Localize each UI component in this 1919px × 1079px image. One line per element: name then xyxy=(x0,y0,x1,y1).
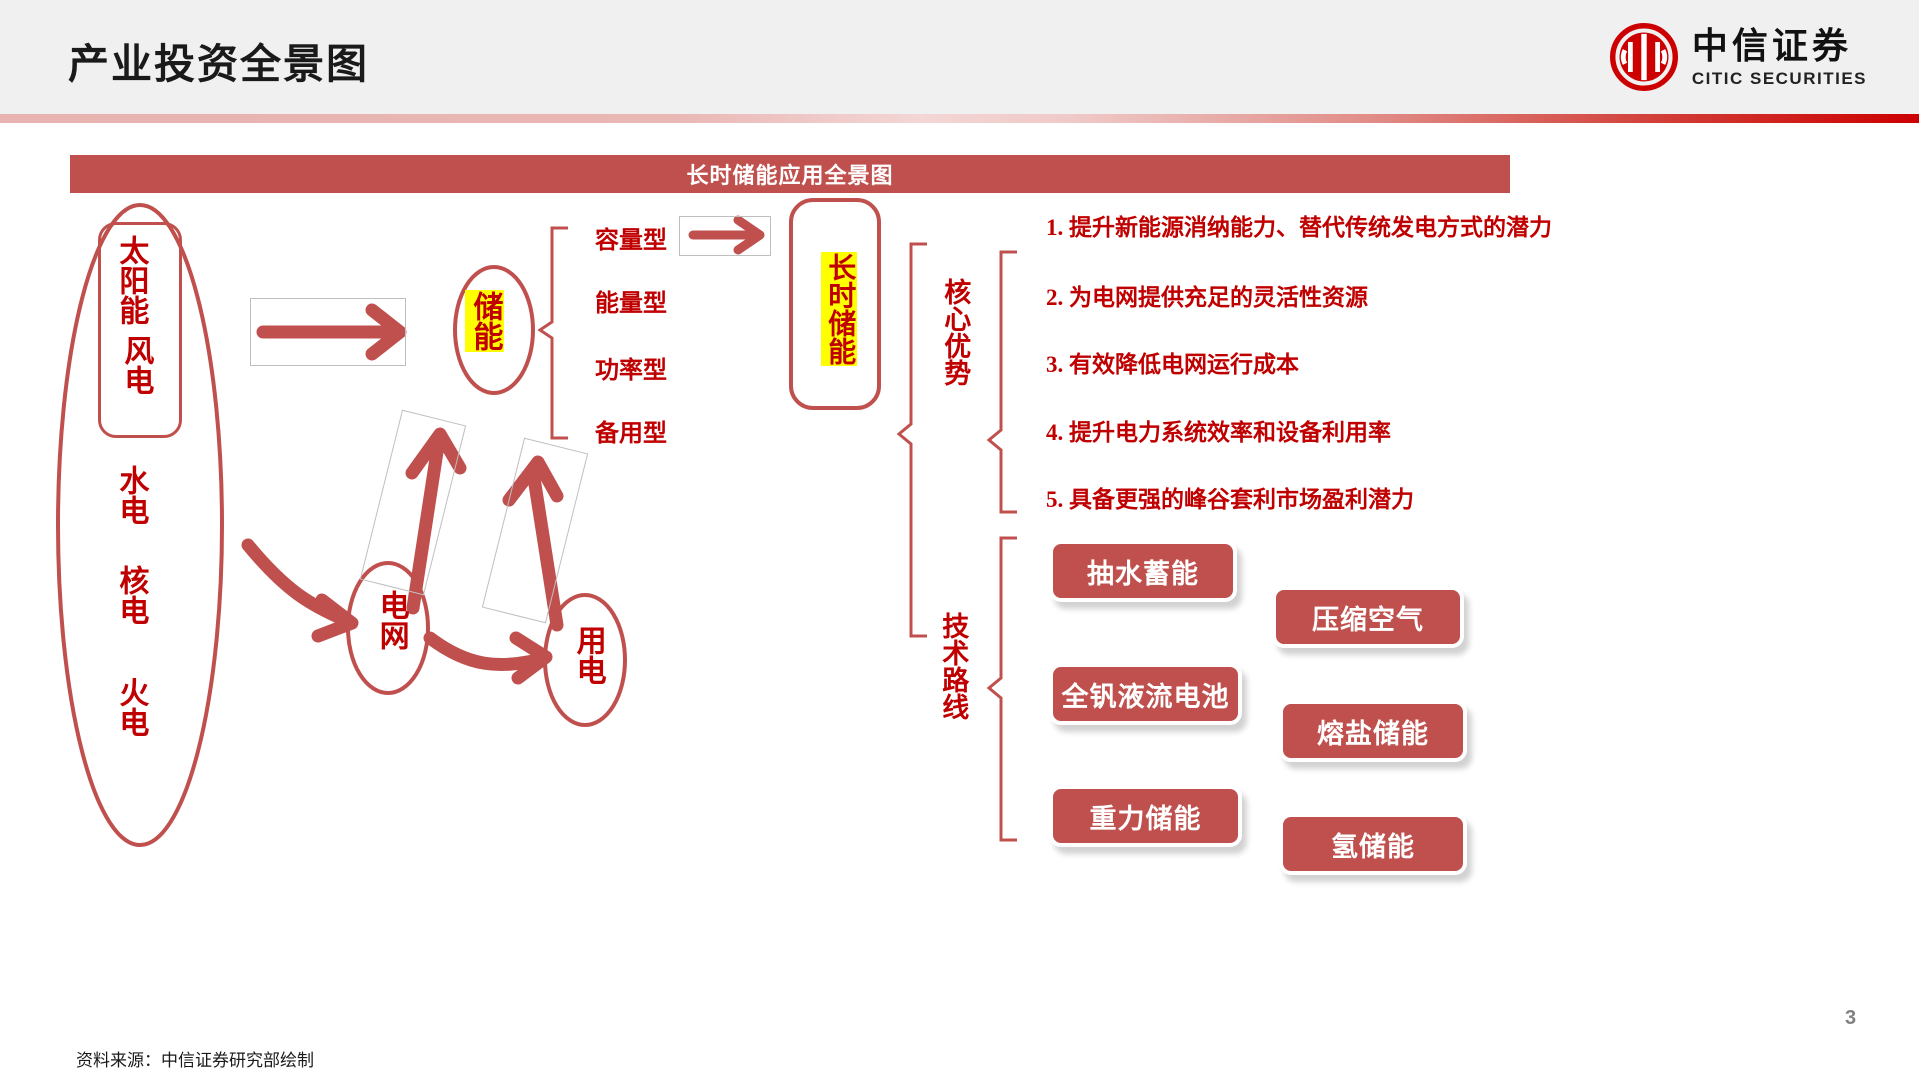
source-label-hydro: 水电 xyxy=(114,465,148,525)
source-label-solar: 太阳能 xyxy=(114,235,148,325)
core-advantages-bracket xyxy=(986,250,1017,514)
page-number: 3 xyxy=(1845,1007,1857,1029)
advantage-item-3: 3. 有效降低电网运行成本 xyxy=(1046,352,1299,377)
arrow-sources-to-grid xyxy=(241,538,359,643)
slide-header: 产业投资全景图 中信证券 CITIC SECURITIES xyxy=(0,0,1919,114)
load-node-label: 用电 xyxy=(571,625,605,685)
arrow-grid-to-load xyxy=(423,631,553,685)
core-advantage-label: 核心优势 xyxy=(940,278,971,386)
advantage-item-4: 4. 提升电力系统效率和设备利用率 xyxy=(1046,420,1391,445)
tech-route-vanadium-flow-battery[interactable]: 全钒液流电池 xyxy=(1049,663,1242,725)
storage-node-label: 储能 xyxy=(465,290,504,352)
tech-route-compressed-air[interactable]: 压缩空气 xyxy=(1272,586,1464,648)
tech-routes-bracket xyxy=(986,536,1017,842)
storage-type-capacity: 容量型 xyxy=(595,228,667,254)
logo-cn-text: 中信证券 xyxy=(1691,25,1852,66)
storage-types-bracket xyxy=(537,226,568,440)
citic-logo-icon xyxy=(1609,23,1678,91)
arrow-frame-sources-storage xyxy=(250,298,406,366)
source-label-nuclear: 核电 xyxy=(114,565,148,625)
storage-type-power: 功率型 xyxy=(595,358,667,384)
header-divider xyxy=(0,114,1919,123)
longduration-right-bracket xyxy=(896,242,927,638)
chart-banner-title: 长时储能应用全景图 xyxy=(70,155,1510,193)
renewable-inner-box xyxy=(98,222,182,438)
logo-text: 中信证券 CITIC SECURITIES xyxy=(1692,28,1867,87)
logo-en-text: CITIC SECURITIES xyxy=(1691,68,1867,88)
tech-route-label: 技术路线 xyxy=(938,612,969,720)
arrow-frame-load-up xyxy=(481,437,589,624)
storage-type-energy: 能量型 xyxy=(595,291,667,317)
tech-route-pumped-hydro[interactable]: 抽水蓄能 xyxy=(1049,540,1237,602)
source-label-thermal: 火电 xyxy=(114,677,148,737)
source-note: 资料来源：中信证券研究部绘制 xyxy=(76,1051,314,1070)
source-label-wind: 风电 xyxy=(119,335,153,395)
arrow-frame-types-longduration xyxy=(679,216,771,256)
long-duration-node-label: 长时储能 xyxy=(821,252,858,366)
arrow-frame-grid-up xyxy=(359,409,467,596)
tech-route-hydrogen-storage[interactable]: 氢储能 xyxy=(1279,813,1467,875)
storage-type-backup: 备用型 xyxy=(595,421,667,447)
page-title: 产业投资全景图 xyxy=(68,41,369,87)
advantage-item-2: 2. 为电网提供充足的灵活性资源 xyxy=(1046,285,1368,310)
tech-route-gravity-storage[interactable]: 重力储能 xyxy=(1049,785,1242,847)
citic-logo: 中信证券 CITIC SECURITIES xyxy=(1609,22,1867,92)
grid-node-label: 电网 xyxy=(374,590,408,650)
advantage-item-1: 1. 提升新能源消纳能力、替代传统发电方式的潜力 xyxy=(1046,215,1552,240)
advantage-item-5: 5. 具备更强的峰谷套利市场盈利潜力 xyxy=(1046,487,1414,512)
tech-route-molten-salt[interactable]: 熔盐储能 xyxy=(1279,700,1467,762)
